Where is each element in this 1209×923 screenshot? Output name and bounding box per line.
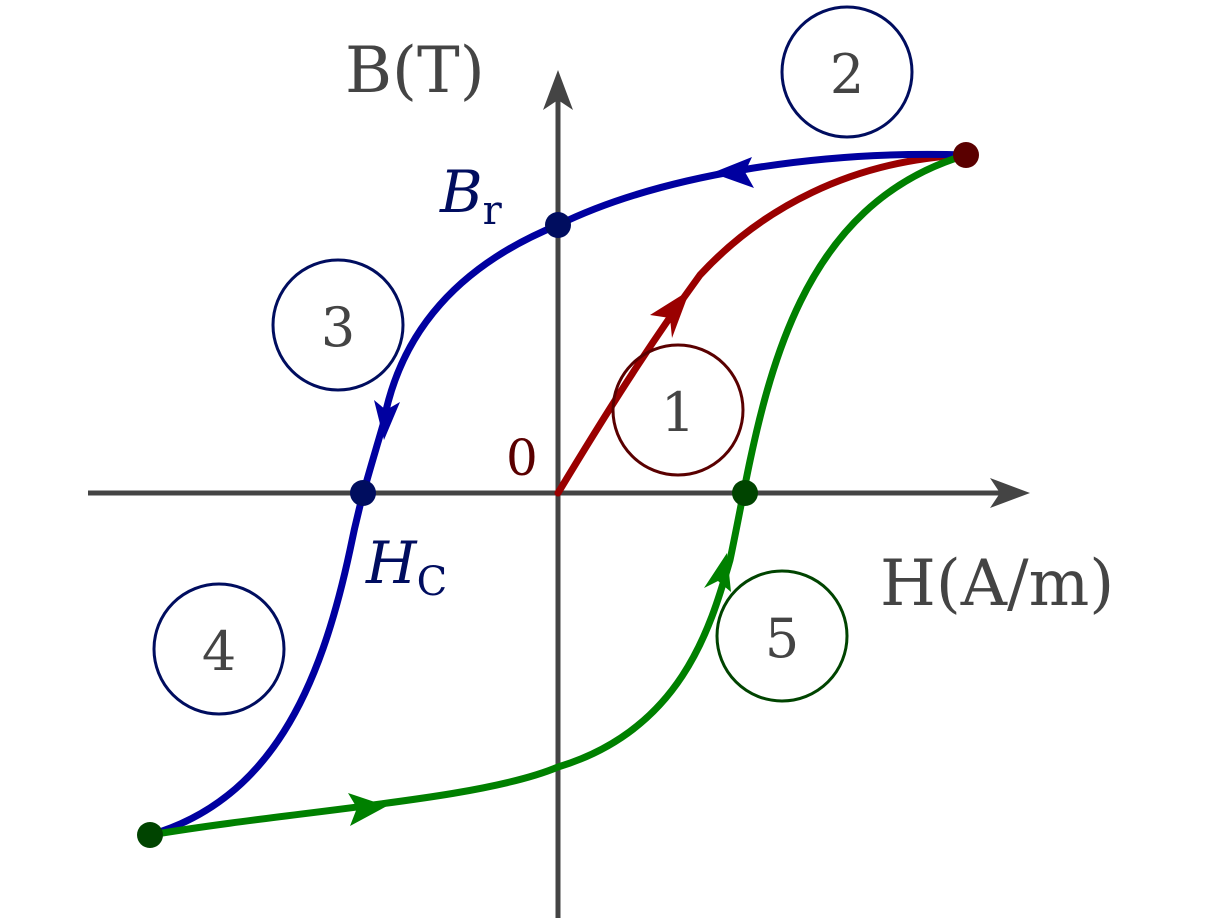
step-circle-1: [611, 343, 745, 477]
coercivity-symbol: H: [365, 529, 418, 597]
remanence-symbol: B: [439, 158, 483, 226]
descending-middle-direction-arrow: [374, 400, 400, 440]
ascending-bottom-direction-arrow: [348, 793, 387, 826]
coercivity-point-negative: [350, 480, 376, 506]
step-circle-3: [271, 258, 405, 392]
step-markers: 1 2 3 4 5: [152, 5, 914, 716]
step-circle-5: [715, 569, 849, 703]
initial-magnetization-curve: [554, 151, 970, 497]
descending-top-direction-arrow: [712, 157, 754, 188]
y-axis-label: B(T): [345, 34, 485, 108]
direction-arrows: [348, 157, 754, 826]
remanence-label: Br: [439, 158, 503, 234]
saturation-point-positive: [953, 142, 979, 168]
step-marker-3: 3: [271, 258, 405, 392]
step-marker-2: 2: [780, 5, 914, 139]
step-marker-1: 1: [611, 343, 745, 477]
step-number-2: 2: [830, 43, 864, 106]
origin-label: 0: [506, 429, 538, 487]
initial-curve-direction-arrow: [650, 290, 690, 338]
step-circle-2: [780, 5, 914, 139]
step-number-5: 5: [765, 607, 799, 670]
remanence-subscript: r: [483, 188, 503, 234]
step-number-1: 1: [661, 381, 695, 444]
step-circle-4: [152, 582, 286, 716]
step-marker-5: 5: [715, 569, 849, 703]
remanence-point: [545, 212, 571, 238]
step-number-4: 4: [202, 620, 236, 683]
step-number-3: 3: [321, 296, 355, 359]
descending-branch-curve: [146, 150, 970, 839]
step-marker-4: 4: [152, 582, 286, 716]
key-points: [137, 142, 979, 848]
saturation-point-negative: [137, 822, 163, 848]
ascending-middle-direction-arrow: [704, 553, 731, 592]
coercivity-subscript: C: [417, 559, 448, 605]
coercivity-label: HC: [365, 529, 447, 605]
x-axis-label: H(A/m): [880, 547, 1114, 621]
y-axis-arrowhead: [543, 70, 573, 110]
x-axis-arrowhead: [990, 478, 1030, 508]
coercivity-point-positive: [732, 480, 758, 506]
